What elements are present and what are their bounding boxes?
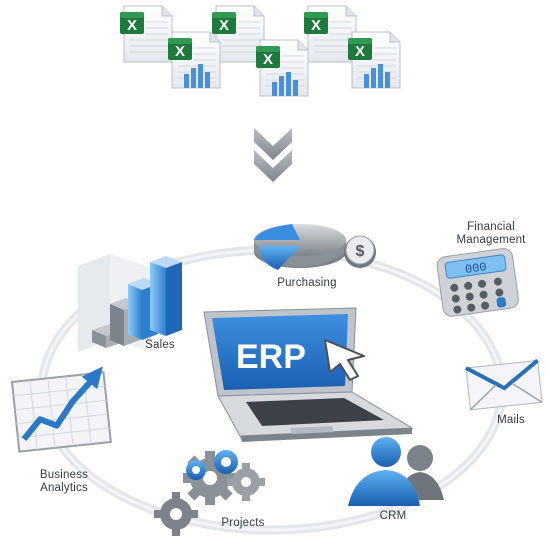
module-label-financial: Financial Management [436, 221, 546, 247]
module-label-purchasing: Purchasing [277, 277, 337, 289]
module-label-projects: Projects [221, 517, 265, 529]
erp-label: ERP [236, 338, 306, 376]
module-label-analytics-line2: Analytics [40, 482, 88, 494]
calculator-icon: 000 [436, 248, 519, 317]
svg-text:000: 000 [464, 260, 487, 277]
laptop-icon [203, 307, 414, 442]
excel-file-icon [119, 5, 173, 63]
bar-chart-3d-icon [78, 254, 182, 352]
module-label-financial-line1: Financial [467, 221, 515, 233]
module-label-analytics-line1: Business [39, 469, 89, 481]
excel-file-icon [255, 39, 309, 97]
module-label-mails: Mails [497, 414, 525, 426]
excel-file-icon [347, 31, 401, 89]
people-icon [348, 437, 444, 506]
excel-files-group [119, 5, 401, 97]
module-label-crm: CRM [379, 510, 407, 522]
double-chevron-down-icon [254, 128, 292, 182]
envelope-icon [465, 358, 543, 411]
svg-text:$: $ [356, 243, 365, 260]
pie-chart-coin-icon: $ [254, 224, 376, 270]
module-label-sales: Sales [145, 339, 175, 351]
excel-file-icon [167, 31, 221, 89]
line-chart-icon [10, 366, 112, 453]
module-label-analytics: Business Analytics [14, 469, 114, 495]
cursor-arrow-icon [324, 339, 365, 381]
module-label-financial-line2: Management [456, 234, 526, 246]
